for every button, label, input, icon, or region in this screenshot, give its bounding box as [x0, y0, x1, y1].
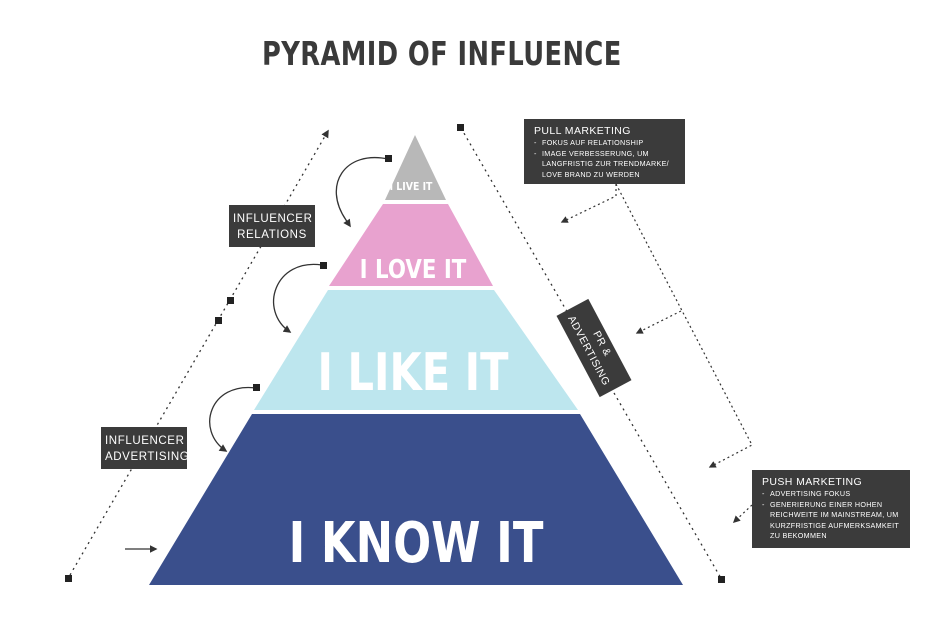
influencer-advertising-box: INFLUENCER ADVERTISING: [101, 427, 190, 469]
influencer-relations-line-2: RELATIONS: [237, 229, 307, 241]
curved-arrow-top-square: [385, 155, 392, 162]
curved-arrow-top: [335, 156, 389, 228]
tier-know-shape: [149, 414, 683, 585]
bracket-upper: [560, 184, 617, 223]
tier-like-shape: [254, 290, 578, 410]
right-diagonal-square-1: [457, 124, 464, 131]
push-marketing-item: ADVERTISING FOKUS: [762, 489, 902, 500]
bracket-middle: [635, 310, 682, 334]
left-diagonal-square-1: [65, 575, 72, 582]
tier-live-label: I LIVE IT: [390, 181, 433, 193]
tier-like-label: I LIKE IT: [318, 343, 509, 404]
pull-marketing-heading: PULL MARKETING: [534, 125, 631, 137]
curved-arrow-middle-square: [320, 262, 327, 269]
tier-love-shape: [329, 204, 493, 286]
influencer-relations-line-1: INFLUENCER: [233, 213, 313, 225]
pull-marketing-box: PULL MARKETING FOKUS AUF RELATIONSHIP IM…: [524, 119, 685, 184]
tier-live-shape: [385, 135, 446, 200]
pull-marketing-item: IMAGE VERBESSERUNG, UM LANGFRISTIG ZUR T…: [534, 149, 677, 181]
influencer-advertising-line-1: INFLUENCER: [105, 435, 185, 447]
page-title: PYRAMID OF INFLUENCE: [262, 34, 622, 73]
push-marketing-item: GENERIERUNG EINER HOHEN REICHWEITE IM MA…: [762, 500, 902, 542]
pull-marketing-list: FOKUS AUF RELATIONSHIP IMAGE VERBESSERUN…: [534, 138, 677, 180]
tier-love-label: I LOVE IT: [360, 254, 467, 285]
right-diagonal-square-2: [718, 576, 725, 583]
curved-arrow-bottom-square: [253, 384, 260, 391]
curved-arrow-middle: [272, 263, 323, 333]
pull-marketing-item: FOKUS AUF RELATIONSHIP: [534, 138, 677, 149]
push-marketing-list: ADVERTISING FOKUS GENERIERUNG EINER HOHE…: [762, 489, 902, 542]
influencer-advertising-line-2: ADVERTISING: [105, 451, 190, 463]
push-marketing-box: PUSH MARKETING ADVERTISING FOKUS GENERIE…: [752, 470, 910, 548]
influencer-relations-box: INFLUENCER RELATIONS: [229, 205, 315, 247]
curved-arrow-bottom: [209, 386, 257, 452]
left-diagonal-square-3: [227, 297, 234, 304]
bracket-vertical: [615, 183, 753, 468]
bracket-lower: [732, 504, 753, 523]
left-diagonal-square-2: [215, 317, 222, 324]
tier-know-label: I KNOW IT: [289, 510, 544, 575]
push-marketing-heading: PUSH MARKETING: [762, 476, 863, 488]
